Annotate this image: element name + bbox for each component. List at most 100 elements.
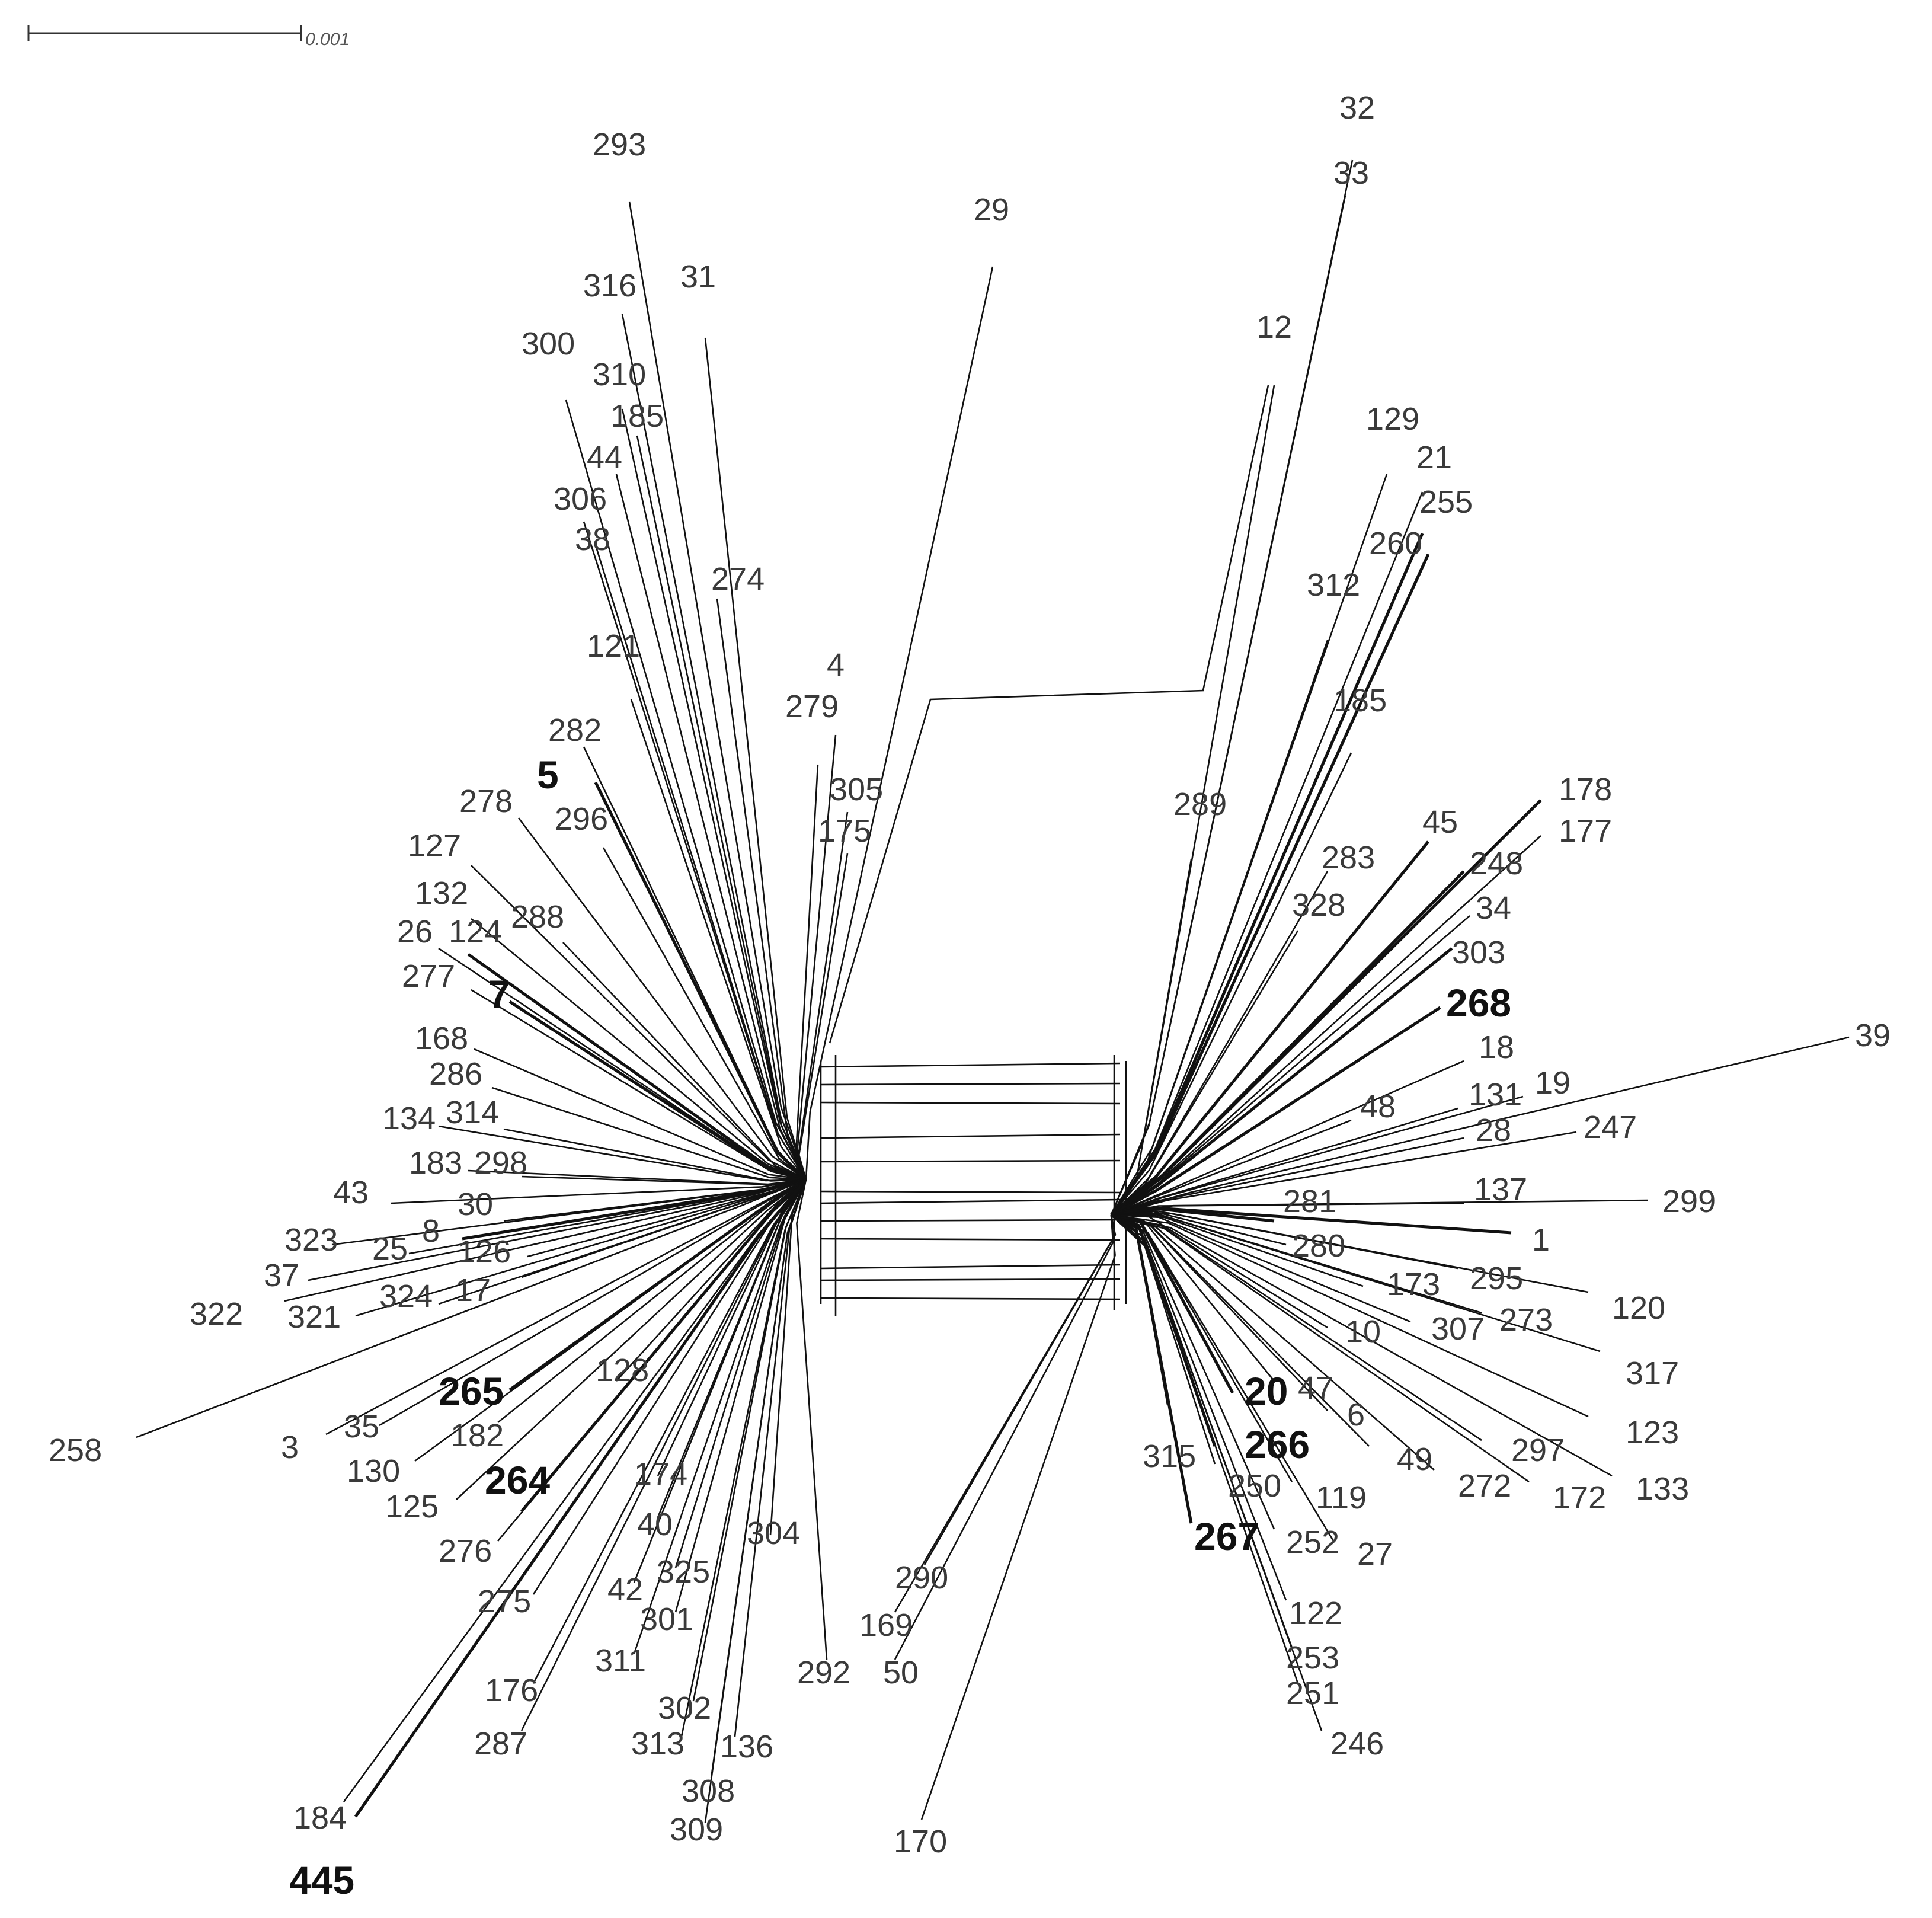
reticulation-edge [820,1238,1121,1241]
reticulation-edge [820,1219,1121,1222]
taxon-label-t266: 266 [1245,1422,1310,1466]
taxon-label-t10: 10 [1345,1314,1381,1350]
taxon-label-t134: 134 [382,1101,436,1136]
taxon-label-t128: 128 [596,1353,649,1388]
reticulation-edge [820,1133,1121,1139]
taxon-label-t265: 265 [439,1369,504,1413]
edge-t127 [471,865,807,1181]
reticulation-edge [820,1082,1121,1086]
taxon-label-t8: 8 [422,1213,440,1249]
taxon-label-t314: 314 [446,1095,499,1130]
taxon-label-t248: 248 [1470,846,1523,881]
taxon-label-t287: 287 [474,1726,527,1762]
taxon-label-t34: 34 [1476,890,1511,926]
taxon-label-t279: 279 [785,689,839,724]
taxon-label-t178: 178 [1559,772,1612,807]
taxon-label-t290: 290 [895,1560,948,1596]
scale-bar: 0.001 [27,25,350,49]
edge-t44 [615,474,807,1180]
taxon-label-t137: 137 [1474,1172,1527,1207]
taxon-label-t35: 35 [344,1409,379,1444]
taxon-label-t19: 19 [1535,1065,1570,1101]
reticulation-edge [820,1062,1121,1068]
edge-t292 [796,1179,828,1660]
taxon-label-t311: 311 [595,1643,646,1679]
edge-t123 [1111,1214,1589,1418]
taxon-label-t323: 323 [284,1222,338,1258]
taxon-label-t321: 321 [287,1299,341,1335]
taxon-label-t5: 5 [537,753,559,797]
taxon-label-t302: 302 [658,1690,711,1726]
taxon-label-t264: 264 [485,1458,550,1502]
taxon-label-t185a: 185 [610,398,664,434]
edge-t313 [680,1179,807,1737]
taxon-label-t40: 40 [637,1507,673,1542]
taxon-label-t310: 310 [593,357,646,392]
reticulation-edge [829,385,1269,1044]
taxon-label-t176: 176 [485,1673,538,1708]
taxon-label-t328: 328 [1292,887,1345,923]
edge-t168 [474,1048,807,1181]
edge-t317 [1111,1214,1601,1353]
taxon-label-t272: 272 [1458,1468,1511,1504]
taxon-label-t177: 177 [1559,813,1612,849]
edge-t328 [1111,930,1299,1216]
network-reticulation-box [820,385,1269,1316]
taxon-label-t253: 253 [1286,1640,1339,1676]
taxon-label-t281: 281 [1283,1184,1336,1219]
edge-t121 [630,699,807,1180]
taxon-label-t278: 278 [459,784,513,819]
taxon-label-t276: 276 [439,1533,492,1569]
edge-t289 [1110,859,1192,1216]
taxon-label-t282: 282 [548,712,602,748]
taxon-label-t18: 18 [1479,1030,1514,1065]
edge-t248 [1110,870,1465,1216]
taxon-label-t247: 247 [1584,1110,1637,1145]
taxon-label-t300: 300 [522,326,575,362]
reticulation-edge [820,1190,1121,1194]
taxon-label-t184: 184 [293,1800,347,1836]
reticulation-edge [820,1101,1121,1105]
edge-t30 [503,1178,807,1222]
taxon-label-t119: 119 [1316,1480,1367,1516]
taxon-label-t50: 50 [883,1655,919,1690]
taxon-label-t304: 304 [747,1516,800,1551]
taxon-label-t251: 251 [1286,1676,1339,1711]
taxon-label-t174: 174 [634,1456,687,1492]
edge-t35 [379,1178,807,1427]
taxon-label-t4: 4 [827,647,845,683]
edge-t445 [354,1178,807,1818]
taxon-label-t173: 173 [1387,1267,1440,1302]
taxon-label-t47: 47 [1298,1370,1333,1406]
edge-t5 [594,781,807,1181]
edge-t38a [594,545,807,1180]
taxon-label-t131: 131 [1469,1077,1522,1113]
taxon-label-t122: 122 [1289,1596,1342,1631]
edge-t321 [355,1178,807,1317]
taxon-label-t185b: 185 [1333,683,1387,718]
taxon-label-t127: 127 [408,828,461,864]
taxon-label-t136: 136 [720,1729,773,1764]
edge-t122 [1111,1214,1287,1601]
edge-t286 [491,1086,807,1181]
taxon-label-t33: 33 [1333,155,1369,191]
taxon-label-t6: 6 [1347,1397,1365,1433]
scale-bar-label: 0.001 [305,30,350,49]
taxon-label-t32: 32 [1339,90,1375,126]
taxon-label-t27: 27 [1357,1536,1393,1572]
taxon-label-t246: 246 [1330,1726,1384,1762]
taxon-label-t277: 277 [402,958,455,994]
edge-t322 [284,1178,807,1302]
taxon-label-t37: 37 [264,1258,299,1293]
taxon-label-t26: 26 [397,914,433,950]
edge-t119 [1111,1214,1293,1482]
taxon-label-t183: 183 [409,1145,462,1181]
taxon-label-t312: 312 [1307,567,1360,603]
taxon-label-t132: 132 [415,875,468,911]
edge-t34 [1111,915,1470,1216]
taxon-label-t182: 182 [450,1418,504,1453]
edge-t268 [1110,1006,1441,1217]
taxon-label-t288: 288 [511,899,564,935]
